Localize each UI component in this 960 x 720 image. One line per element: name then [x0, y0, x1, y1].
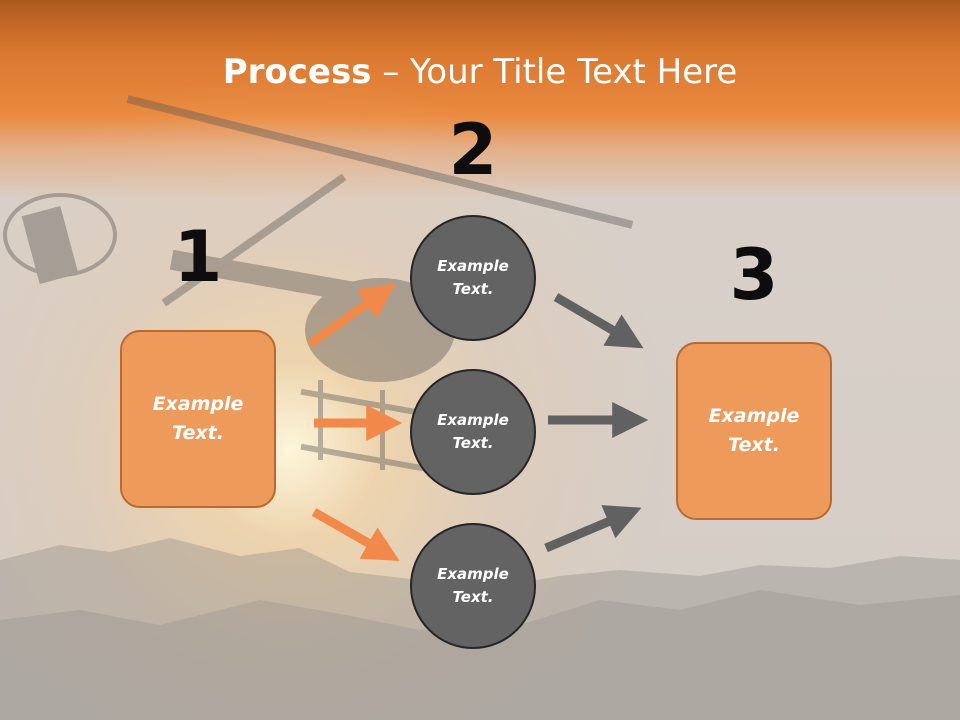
arrow-from-circle-top	[553, 293, 644, 349]
step-number-2: 2	[448, 109, 498, 191]
slide-title: Process – Your Title Text Here	[0, 52, 960, 92]
step-1-box: Example Text.	[120, 330, 276, 508]
step-number-3: 3	[729, 234, 779, 316]
arrow-to-circle-bottom	[311, 508, 400, 561]
step-number-1: 1	[173, 216, 223, 298]
title-rest: – Your Title Text Here	[371, 52, 738, 92]
step-3-box: Example Text.	[676, 342, 832, 520]
mountain-ridge-front	[0, 590, 960, 720]
step-3-text: Example Text.	[708, 405, 800, 456]
circle-middle: Example Text.	[410, 369, 536, 495]
circle-middle-text: Example Text.	[437, 411, 509, 452]
circle-top-text: Example Text.	[437, 257, 509, 298]
circle-bottom-text: Example Text.	[437, 565, 509, 606]
helicopter-shape	[3, 95, 634, 473]
circle-bottom: Example Text.	[410, 523, 536, 649]
arrow-from-circle-bottom	[544, 505, 642, 553]
circle-top: Example Text.	[410, 215, 536, 341]
title-bold: Process	[222, 52, 372, 92]
step-1-text: Example Text.	[152, 393, 244, 444]
arrow-to-circle-top	[307, 283, 396, 348]
